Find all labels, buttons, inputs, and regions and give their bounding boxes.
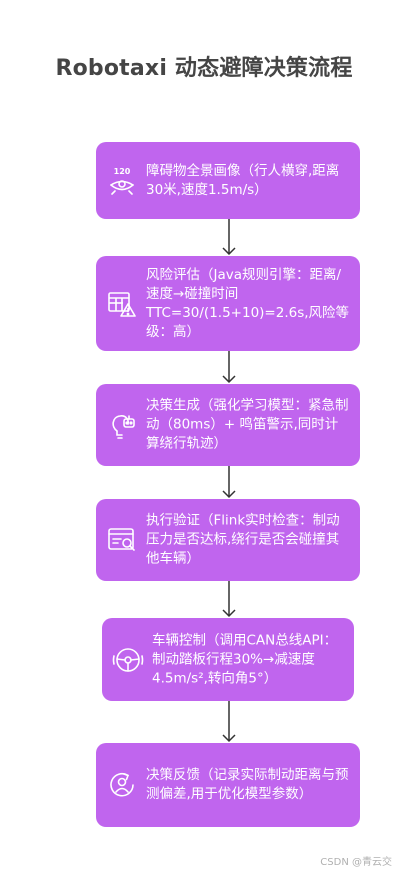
step-decision-feedback: 决策反馈（记录实际制动距离与预测偏差,用于优化模型参数） xyxy=(96,743,360,827)
flow-arrow xyxy=(221,701,237,743)
step-execution-verification-text: 执行验证（Flink实时检查：制动压力是否达标,绕行是否会碰撞其他车辆） xyxy=(146,512,340,567)
step-decision-generation: 决策生成（强化学习模型：紧急制动（80ms）+ 鸣笛警示,同时计算绕行轨迹） xyxy=(96,384,360,466)
user-feedback-cycle-icon xyxy=(106,769,138,801)
steering-wheel-icon xyxy=(112,644,144,676)
panorama-camera-icon: 120 xyxy=(106,165,138,197)
step-obstacle-panorama-text: 障碍物全景画像（行人横穿,距离30米,速度1.5m/s） xyxy=(146,162,340,198)
flow-arrow xyxy=(221,581,237,618)
browser-search-icon xyxy=(106,524,138,556)
ai-brain-bulb-icon xyxy=(106,409,138,441)
step-risk-assessment-text: 风险评估（Java规则引擎：距离/速度→碰撞时间TTC=30/(1.5+10)=… xyxy=(146,266,350,340)
diagram-title: Robotaxi 动态避障决策流程 xyxy=(55,56,353,81)
step-decision-feedback-text: 决策反馈（记录实际制动距离与预测偏差,用于优化模型参数） xyxy=(146,767,349,802)
flow-arrow xyxy=(221,351,237,384)
step-execution-verification: 执行验证（Flink实时检查：制动压力是否达标,绕行是否会碰撞其他车辆） xyxy=(96,499,360,581)
risk-table-warning-icon xyxy=(106,288,138,320)
step-vehicle-control: 车辆控制（调用CAN总线API：制动踏板行程30%→减速度4.5m/s²,转向角… xyxy=(102,618,354,701)
flow-arrow xyxy=(221,466,237,499)
step-risk-assessment: 风险评估（Java规则引擎：距离/速度→碰撞时间TTC=30/(1.5+10)=… xyxy=(96,256,360,351)
flow-arrow xyxy=(221,219,237,256)
watermark: CSDN @青云交 xyxy=(320,857,392,868)
panorama-label: 120 xyxy=(114,167,131,176)
step-decision-generation-text: 决策生成（强化学习模型：紧急制动（80ms）+ 鸣笛警示,同时计算绕行轨迹） xyxy=(146,397,349,452)
step-obstacle-panorama: 120 障碍物全景画像（行人横穿,距离30米,速度1.5m/s） xyxy=(96,142,360,219)
step-vehicle-control-text: 车辆控制（调用CAN总线API：制动踏板行程30%→减速度4.5m/s²,转向角… xyxy=(152,632,338,686)
